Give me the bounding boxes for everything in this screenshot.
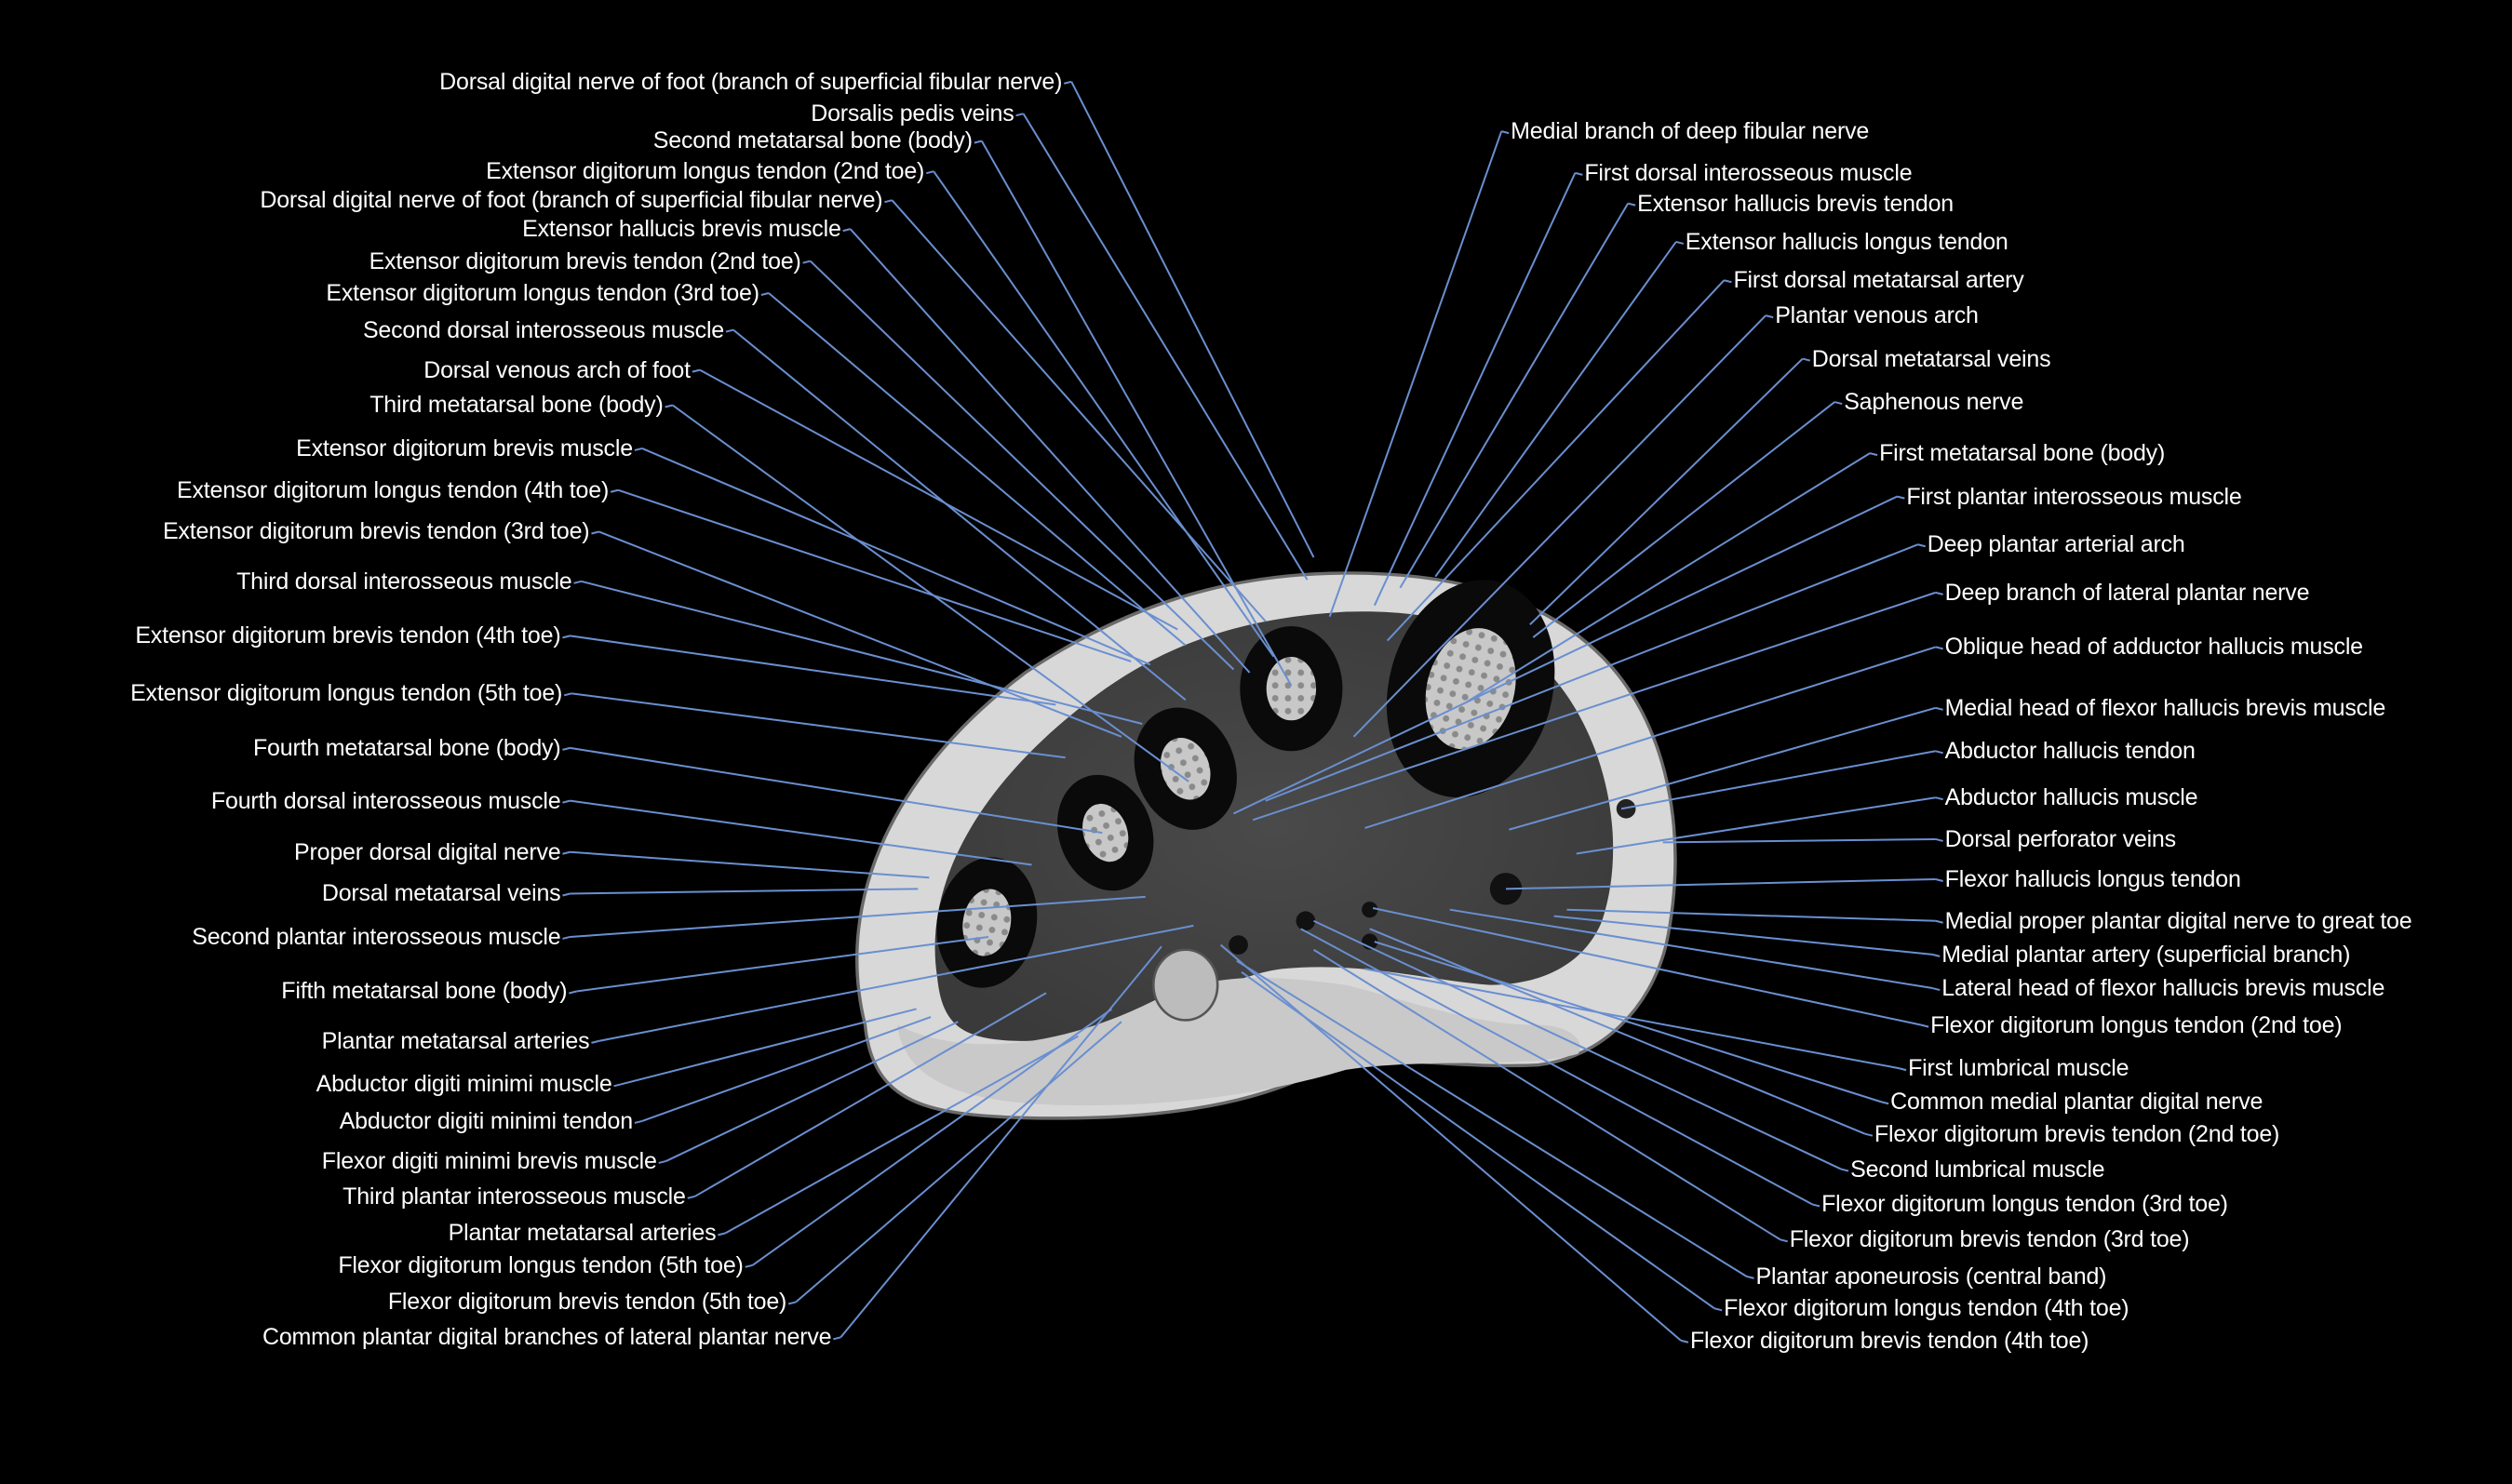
anatomy-label: Second dorsal interosseous muscle	[362, 316, 725, 343]
anatomy-label: Dorsal venous arch of foot	[423, 356, 691, 383]
anatomy-label: First dorsal metatarsal artery	[1733, 267, 2024, 294]
anatomy-label: Fifth metatarsal bone (body)	[281, 978, 568, 1005]
anatomy-label: Abductor digiti minimi tendon	[339, 1107, 633, 1134]
mri-image	[855, 571, 1677, 1120]
anatomy-label: First metatarsal bone (body)	[1879, 440, 2166, 467]
anatomy-label: Flexor digitorum brevis tendon (4th toe)	[1689, 1327, 2089, 1354]
anatomy-label: Fourth metatarsal bone (body)	[252, 734, 561, 761]
anatomy-label: Second lumbrical muscle	[1850, 1156, 2105, 1183]
anatomy-label: Deep plantar arterial arch	[1927, 531, 2185, 558]
anatomy-label: Abductor digiti minimi muscle	[316, 1071, 612, 1098]
anatomy-label: Extensor digitorum brevis tendon (4th to…	[135, 622, 561, 649]
anatomy-label: Second plantar interosseous muscle	[192, 923, 561, 950]
anatomy-label: Fourth dorsal interosseous muscle	[210, 787, 561, 814]
anatomy-label: Flexor digitorum longus tendon (2nd toe)	[1930, 1011, 2343, 1038]
anatomy-label: Dorsal metatarsal veins	[1811, 345, 2051, 372]
anatomy-label: Extensor digitorum longus tendon (5th to…	[130, 680, 563, 707]
anatomy-label: Dorsal perforator veins	[1944, 825, 2176, 852]
anatomy-label: Third dorsal interosseous muscle	[236, 568, 572, 595]
anatomy-label: Flexor digitorum brevis tendon (2nd toe)	[1874, 1120, 2280, 1147]
anatomy-label: Flexor digitorum longus tendon (4th toe)	[1724, 1295, 2129, 1322]
anatomy-label: Abductor hallucis muscle	[1944, 784, 2198, 811]
second-metatarsal-bone	[1240, 626, 1343, 752]
anatomy-label: Common plantar digital branches of later…	[262, 1324, 832, 1351]
anatomy-label: Plantar metatarsal arteries	[448, 1220, 717, 1247]
anatomy-label: Extensor digitorum longus tendon (3rd to…	[326, 279, 759, 306]
anatomy-label: Common medial plantar digital nerve	[1890, 1089, 2263, 1116]
anatomy-label: Saphenous nerve	[1844, 389, 2024, 416]
anatomy-label: Dorsalis pedis veins	[811, 100, 1014, 127]
anatomy-label: Dorsal digital nerve of foot (branch of …	[260, 187, 883, 214]
anatomy-label: Dorsal digital nerve of foot (branch of …	[439, 68, 1063, 95]
anatomy-label: Plantar aponeurosis (central band)	[1755, 1263, 2107, 1290]
anatomy-label: Medial proper plantar digital nerve to g…	[1944, 907, 2412, 934]
anatomy-label: Extensor digitorum longus tendon (2nd to…	[486, 158, 925, 185]
anatomy-label: Medial branch of deep fibular nerve	[1511, 118, 1870, 145]
anatomy-label: Second metatarsal bone (body)	[652, 127, 973, 154]
anatomy-label: Extensor hallucis longus tendon	[1685, 228, 2008, 255]
anatomy-label: Extensor digitorum brevis muscle	[296, 435, 633, 461]
anatomy-label: Extensor digitorum brevis tendon (3rd to…	[162, 518, 590, 545]
anatomy-label: First dorsal interosseous muscle	[1584, 159, 1913, 186]
anatomy-label: Medial plantar artery (superficial branc…	[1941, 941, 2351, 968]
anatomy-label: Dorsal metatarsal veins	[321, 880, 561, 907]
anatomy-label: Third plantar interosseous muscle	[343, 1183, 686, 1210]
anatomy-label: Flexor digitorum longus tendon (3rd toe)	[1821, 1191, 2228, 1218]
anatomy-label: Extensor hallucis brevis muscle	[522, 216, 841, 243]
anatomy-label: Lateral head of flexor hallucis brevis m…	[1941, 975, 2385, 1002]
anatomy-label: First lumbrical muscle	[1908, 1055, 2129, 1082]
anatomy-label: Oblique head of adductor hallucis muscle	[1944, 634, 2363, 661]
anatomy-label: Flexor digitorum brevis tendon (5th toe)	[387, 1289, 787, 1316]
anatomy-label: Medial head of flexor hallucis brevis mu…	[1944, 694, 2386, 721]
anatomy-label: Flexor digitorum brevis tendon (3rd toe)	[1789, 1226, 2190, 1253]
anatomy-label: Extensor hallucis brevis tendon	[1637, 190, 1954, 217]
anatomy-label: Flexor hallucis longus tendon	[1944, 865, 2241, 892]
anatomy-label: Flexor digiti minimi brevis muscle	[321, 1147, 657, 1174]
anatomy-label: Flexor digitorum longus tendon (5th toe)	[338, 1251, 744, 1278]
anatomy-label: Third metatarsal bone (body)	[369, 392, 664, 419]
plantar-structure	[1152, 948, 1219, 1022]
anatomy-label: Extensor digitorum longus tendon (4th to…	[176, 476, 610, 503]
anatomy-label: Plantar venous arch	[1775, 302, 1979, 329]
anatomy-label: Abductor hallucis tendon	[1944, 738, 2196, 765]
anatomy-label: Extensor digitorum brevis tendon (2nd to…	[369, 247, 801, 274]
anatomy-label: Plantar metatarsal arteries	[321, 1027, 590, 1054]
anatomy-label: Proper dorsal digital nerve	[294, 838, 561, 865]
anatomy-label: Deep branch of lateral plantar nerve	[1944, 579, 2310, 606]
anatomy-label: First plantar interosseous muscle	[1906, 483, 2242, 510]
